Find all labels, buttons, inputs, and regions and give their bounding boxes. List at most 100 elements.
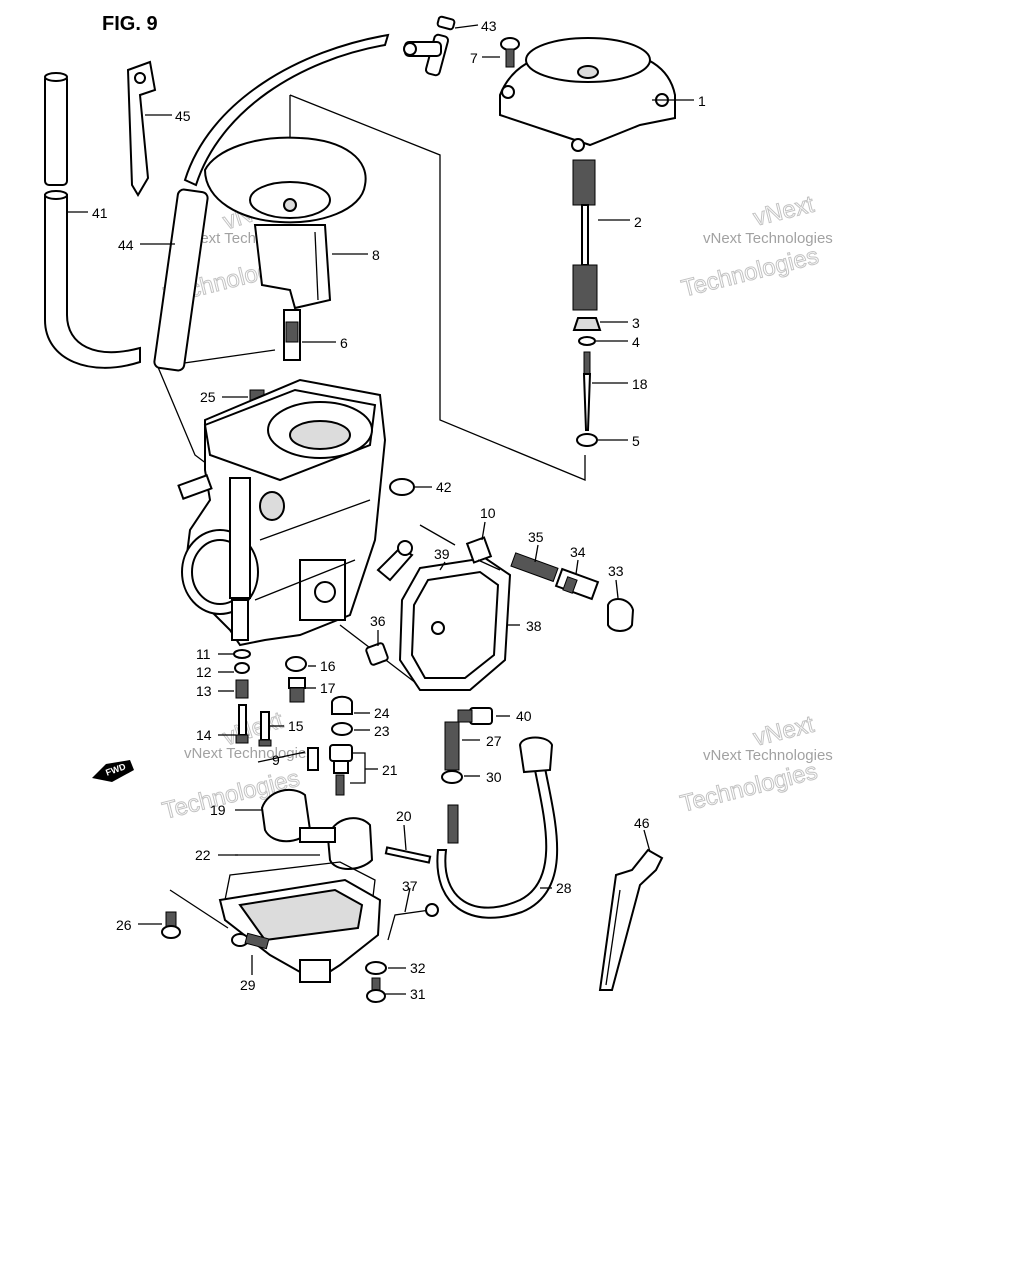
bolt-40	[457, 707, 493, 725]
callouts: 1 2 3 4 5 6 7 8 9 10 11 12 13 14 15 16 1…	[92, 18, 706, 1002]
callout-45: 45	[175, 108, 191, 124]
callout-6: 6	[340, 335, 348, 351]
figure-title: FIG. 9	[102, 13, 158, 35]
callout-14: 14	[196, 727, 212, 743]
callout-20: 20	[396, 808, 412, 824]
diaphragm-8	[203, 136, 367, 310]
callout-8: 8	[372, 247, 380, 263]
cable-28	[436, 736, 559, 919]
callout-36: 36	[370, 613, 386, 629]
spring-13	[235, 679, 249, 699]
washer-4	[578, 336, 596, 346]
callout-34: 34	[570, 544, 586, 560]
spring-35	[510, 552, 559, 583]
callout-35: 35	[528, 529, 544, 545]
callout-24: 24	[374, 705, 390, 721]
callout-7: 7	[470, 50, 478, 66]
clip-36	[365, 642, 389, 666]
callout-37: 37	[402, 878, 418, 894]
jet-15	[258, 711, 272, 747]
callout-19: 19	[210, 802, 226, 818]
jet-6	[283, 309, 301, 361]
callout-38: 38	[526, 618, 542, 634]
callout-12: 12	[196, 664, 212, 680]
callout-29: 29	[240, 977, 256, 993]
hose-41	[44, 72, 141, 369]
screw-34	[554, 567, 600, 601]
callout-30: 30	[486, 769, 502, 785]
cap-24	[331, 695, 353, 715]
jet-17	[288, 677, 306, 703]
callout-3: 3	[632, 315, 640, 331]
callout-32: 32	[410, 960, 426, 976]
ring-5	[576, 433, 598, 447]
callout-33: 33	[608, 563, 624, 579]
washer-12	[234, 662, 250, 674]
callout-31: 31	[410, 986, 426, 1002]
screw-31	[366, 977, 386, 1003]
washer-30	[441, 770, 463, 784]
callout-9: 9	[272, 752, 280, 768]
callout-27: 27	[486, 733, 502, 749]
carburetor-body	[177, 378, 414, 647]
callout-40: 40	[516, 708, 532, 724]
washer-11	[233, 649, 251, 659]
callout-28: 28	[556, 880, 572, 896]
callout-46: 46	[634, 815, 650, 831]
retainer-3	[572, 317, 602, 331]
cap-1	[499, 37, 676, 152]
float-bowl	[218, 878, 382, 983]
fwd-arrow-icon: FWD	[92, 760, 134, 782]
valve-21	[329, 744, 353, 796]
pin-9	[307, 747, 319, 771]
watermark-technologies: Technologies	[679, 243, 821, 303]
spring-2	[572, 159, 598, 311]
screw-26	[161, 911, 181, 939]
ring-16	[285, 656, 307, 672]
callout-13: 13	[196, 683, 212, 699]
bracket-37	[387, 903, 439, 941]
callout-5: 5	[632, 433, 640, 449]
callout-16: 16	[320, 658, 336, 674]
watermark-vnext: vNext	[751, 191, 817, 232]
watermark-vnext-technologies: vNext Technologies	[703, 230, 833, 247]
pin-20	[384, 846, 432, 864]
callout-23: 23	[374, 723, 390, 739]
ring-42	[389, 478, 415, 496]
plunger-10	[465, 536, 501, 571]
spring-27	[444, 721, 460, 771]
needle-18	[582, 351, 592, 431]
tool-46	[598, 848, 664, 991]
callout-39: 39	[434, 546, 450, 562]
callout-44: 44	[118, 237, 134, 253]
callout-2: 2	[634, 214, 642, 230]
t-joint-43	[403, 15, 456, 77]
clip-45	[126, 60, 157, 197]
callout-18: 18	[632, 376, 648, 392]
watermark-vnext-technologies: vNext Technologies	[184, 745, 314, 762]
callout-41: 41	[92, 205, 108, 221]
screw-29	[231, 932, 270, 950]
callout-42: 42	[436, 479, 452, 495]
hose-44	[153, 33, 390, 372]
callout-25: 25	[200, 389, 216, 405]
callout-4: 4	[632, 334, 640, 350]
callout-22: 22	[195, 847, 211, 863]
ring-23	[331, 722, 353, 736]
watermark-technologies: Technologies	[678, 758, 820, 818]
screw-7	[500, 37, 520, 68]
watermark-vnext: vNext	[751, 711, 817, 752]
cover-38	[398, 556, 512, 691]
callout-26: 26	[116, 917, 132, 933]
screw-14	[235, 704, 249, 744]
callout-15: 15	[288, 718, 304, 734]
leader-lines	[67, 24, 694, 995]
watermark-vnext-technologies: vNext Technologies	[703, 747, 833, 764]
washer-32	[365, 961, 387, 975]
callout-17: 17	[320, 680, 336, 696]
callout-10: 10	[480, 505, 496, 521]
callout-1: 1	[698, 93, 706, 109]
callout-21: 21	[382, 762, 398, 778]
float-19	[260, 788, 374, 870]
